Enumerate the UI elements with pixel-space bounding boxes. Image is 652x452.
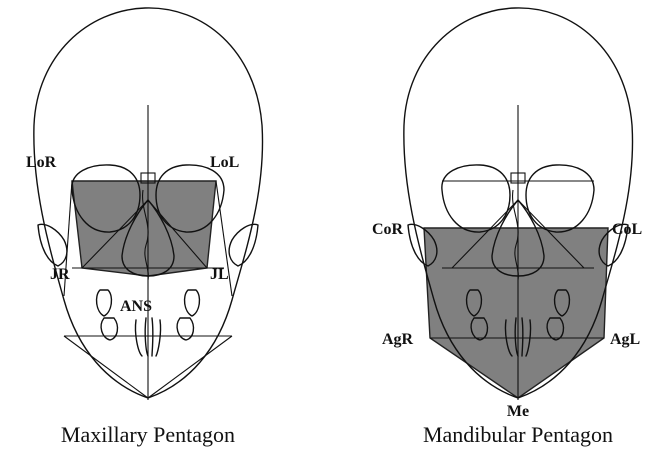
label-cor: CoR — [372, 221, 404, 238]
right-molar — [97, 290, 112, 316]
left-molar — [185, 290, 200, 316]
label-me: Me — [507, 403, 529, 420]
caption-mandibular: Mandibular Pentagon — [423, 422, 613, 447]
left-orbit — [526, 165, 594, 232]
label-col: CoL — [612, 221, 642, 238]
mandibular-panel: CoR CoL AgR AgL Me Mandibular Pentagon — [372, 8, 642, 447]
label-jr: JR — [50, 266, 70, 283]
lower-right-molar — [101, 318, 117, 340]
label-agr: AgR — [382, 331, 414, 348]
caption-maxillary: Maxillary Pentagon — [61, 422, 235, 447]
chin-line — [64, 336, 148, 398]
label-lol: LoL — [210, 154, 239, 171]
label-lor: LoR — [26, 154, 57, 171]
label-jl: JL — [210, 266, 229, 283]
lower-left-molar — [177, 318, 193, 340]
maxillary-panel: LoR LoL JR JL ANS Maxillary Pentagon — [26, 8, 263, 447]
chin-line — [148, 336, 232, 398]
label-ans: ANS — [120, 298, 152, 315]
right-orbit — [442, 165, 510, 232]
mandibular-pentagon — [424, 228, 608, 398]
label-agl: AgL — [610, 331, 640, 348]
